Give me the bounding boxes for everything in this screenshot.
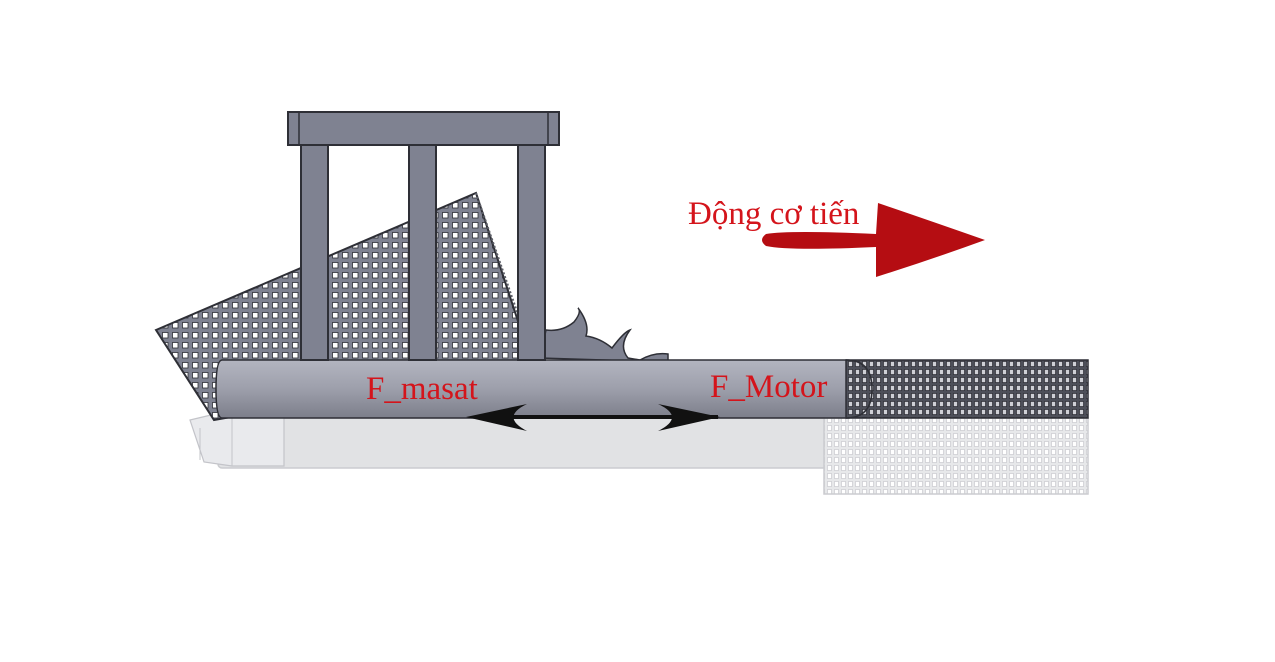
motor-force-label: F_Motor [710, 369, 827, 405]
main-tube [215, 359, 1089, 419]
right-arrow-icon [762, 203, 985, 277]
friction-force-label: F_masat [366, 371, 478, 407]
double-headed-arrow-icon [466, 404, 720, 431]
direction-label: Động cơ tiến [688, 196, 859, 232]
top-frame [287, 111, 560, 361]
ghost-tube [189, 409, 1089, 495]
gear-teeth [539, 307, 669, 363]
